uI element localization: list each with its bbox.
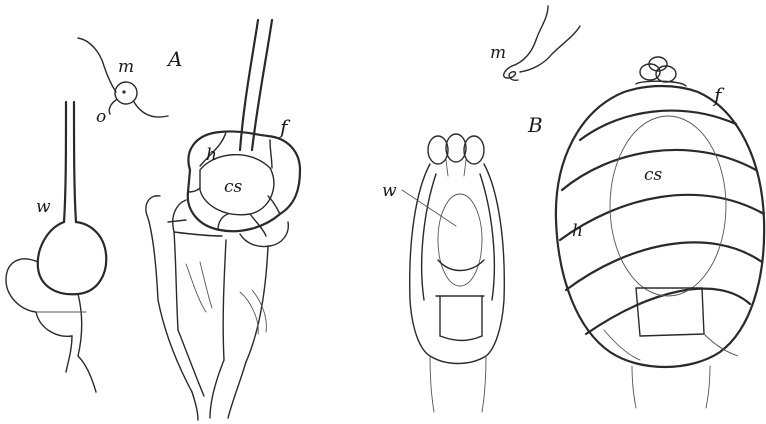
label-m-right: m [490,43,506,63]
label-h-left: h [206,145,217,165]
label-cs-right: cs [644,165,663,185]
label-cs-left: cs [224,177,243,197]
label-f-right: f [712,83,725,107]
label-w-left: w [36,197,51,217]
label-A: A [166,47,182,71]
archegonium-f-b [556,57,764,408]
archegonium-a [146,20,300,420]
label-h-right: h [572,221,583,241]
label-f-left: f [278,115,291,139]
spermatozoid-a [78,38,168,117]
archegonium-w [6,102,106,392]
archegonium-w-b [402,134,504,412]
label-m-left: m [118,57,134,77]
label-w-right: w [382,181,397,201]
label-B: B [527,113,543,137]
label-o-left: o [96,107,106,127]
spermatozoid-b [504,6,580,80]
